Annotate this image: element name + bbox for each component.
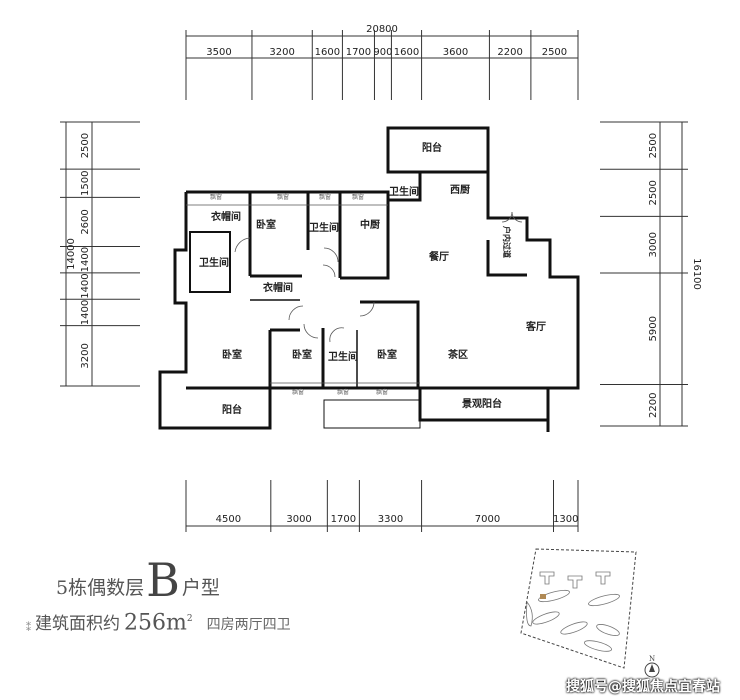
- dim-right-total: 16100: [691, 258, 702, 290]
- dim-right-segment: 2500: [648, 180, 659, 205]
- unit-title: 5栋偶数层 B 户型: [56, 553, 220, 607]
- layout-label: 四房两厅四卫: [206, 617, 291, 634]
- room-western-kitchen: 西厨: [450, 184, 470, 196]
- room-balcony-top: 阳台: [422, 141, 442, 154]
- dim-bottom-segment: 3300: [378, 514, 403, 525]
- dim-top-segment: 1600: [394, 47, 419, 58]
- dim-top-segment: 3600: [443, 47, 468, 58]
- area-unit-sup: 2: [186, 614, 193, 624]
- dim-top-total: 20800: [366, 24, 398, 35]
- dim-right-segment: 2500: [648, 133, 659, 158]
- bay-window-label: 飘窗: [337, 388, 349, 396]
- room-bedroom-3: 卧室: [377, 348, 397, 361]
- dim-top-segment: 1700: [346, 47, 371, 58]
- room-bath-3: 卫生间: [328, 350, 358, 363]
- dim-left-total: 14000: [66, 238, 77, 270]
- room-tea-area: 茶区: [447, 348, 468, 361]
- dimension-lines: [60, 30, 688, 532]
- dim-bottom-segment: 7000: [475, 514, 500, 525]
- dim-top-segment: 3500: [206, 47, 231, 58]
- bay-window-label: 飘窗: [210, 193, 222, 201]
- site-plan: N: [520, 548, 660, 678]
- dim-left-segment: 1400: [80, 247, 91, 272]
- dim-bottom-segment: 3000: [286, 514, 311, 525]
- bay-window-label: 飘窗: [376, 388, 388, 396]
- bullet-icon: ⁑: [26, 623, 31, 635]
- area-value: 256m: [124, 610, 187, 636]
- room-bedroom-1: 卧室: [256, 218, 276, 231]
- dim-right-segment: 2200: [648, 393, 659, 418]
- door-swings: [234, 211, 523, 343]
- bay-window-label: 飘窗: [277, 193, 289, 201]
- area-label: 建筑面积约: [35, 614, 120, 635]
- room-closet-2: 衣帽间: [263, 281, 293, 294]
- dim-left-segment: 2500: [80, 133, 91, 158]
- dim-bottom-segment: 4500: [216, 514, 241, 525]
- dim-top-segment: 2200: [497, 47, 522, 58]
- walls: [158, 126, 580, 432]
- room-bath-master: 卫生间: [199, 256, 229, 269]
- room-corridor: 户内过道: [502, 226, 512, 258]
- room-bath-2: 卫生间: [309, 221, 339, 234]
- north-label: N: [649, 655, 655, 663]
- watermark: 搜狐号@搜狐焦点宜春站: [566, 679, 720, 695]
- dim-top-segment: 900: [373, 47, 392, 58]
- room-bedroom-2: 卧室: [292, 348, 312, 361]
- dim-left-segment: 1400: [80, 300, 91, 325]
- room-chinese-kitchen: 中厨: [360, 218, 380, 231]
- building-label: 5栋偶数层: [56, 577, 145, 599]
- type-suffix: 户型: [181, 577, 220, 599]
- dim-top-segment: 1600: [315, 47, 340, 58]
- room-balcony-left: 阳台: [222, 403, 242, 416]
- dim-right-segment: 3000: [648, 232, 659, 257]
- room-bath-small: 卫生间: [389, 185, 419, 198]
- dim-top-segment: 3200: [269, 47, 294, 58]
- room-closet-1: 衣帽间: [211, 210, 241, 223]
- dim-top-segment: 2500: [542, 47, 567, 58]
- dim-bottom-segment: 1300: [553, 514, 578, 525]
- window-lines: [186, 204, 420, 384]
- type-letter: B: [146, 553, 180, 607]
- bay-window-label: 飘窗: [352, 193, 364, 201]
- dim-left-segment: 1400: [80, 273, 91, 298]
- room-view-balcony: 景观阳台: [462, 397, 502, 410]
- bay-window-label: 飘窗: [319, 193, 331, 201]
- dim-left-segment: 3200: [80, 343, 91, 368]
- bay-window-label: 飘窗: [292, 388, 304, 396]
- unit-area: ⁑ 建筑面积约 256m2 四房两厅四卫: [26, 608, 291, 636]
- room-bedroom-master: 卧室: [222, 348, 242, 361]
- dim-left-segment: 1500: [80, 171, 91, 196]
- dim-bottom-segment: 1700: [331, 514, 356, 525]
- room-dining: 餐厅: [428, 250, 449, 263]
- dim-right-segment: 5900: [648, 316, 659, 341]
- room-living: 客厅: [525, 320, 546, 333]
- dim-left-segment: 2600: [80, 209, 91, 234]
